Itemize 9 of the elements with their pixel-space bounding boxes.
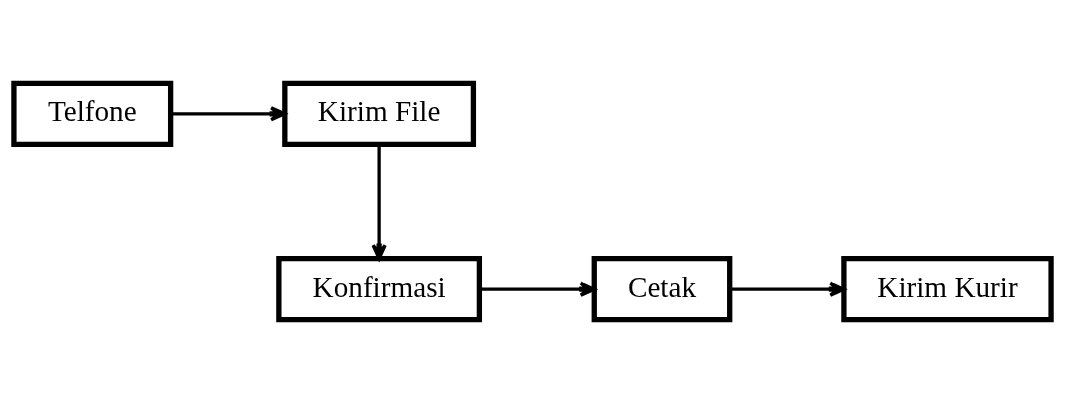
arrow: [479, 281, 596, 297]
arrow: [730, 281, 846, 297]
node-box: Cetak: [591, 255, 733, 323]
arrow: [170, 106, 287, 122]
node-box: Kirim File: [282, 80, 477, 148]
node-box: Telfone: [11, 80, 174, 148]
node-box: Konfirmasi: [276, 255, 483, 323]
node-box: Kirim Kurir: [841, 255, 1054, 323]
arrow: [371, 144, 387, 261]
